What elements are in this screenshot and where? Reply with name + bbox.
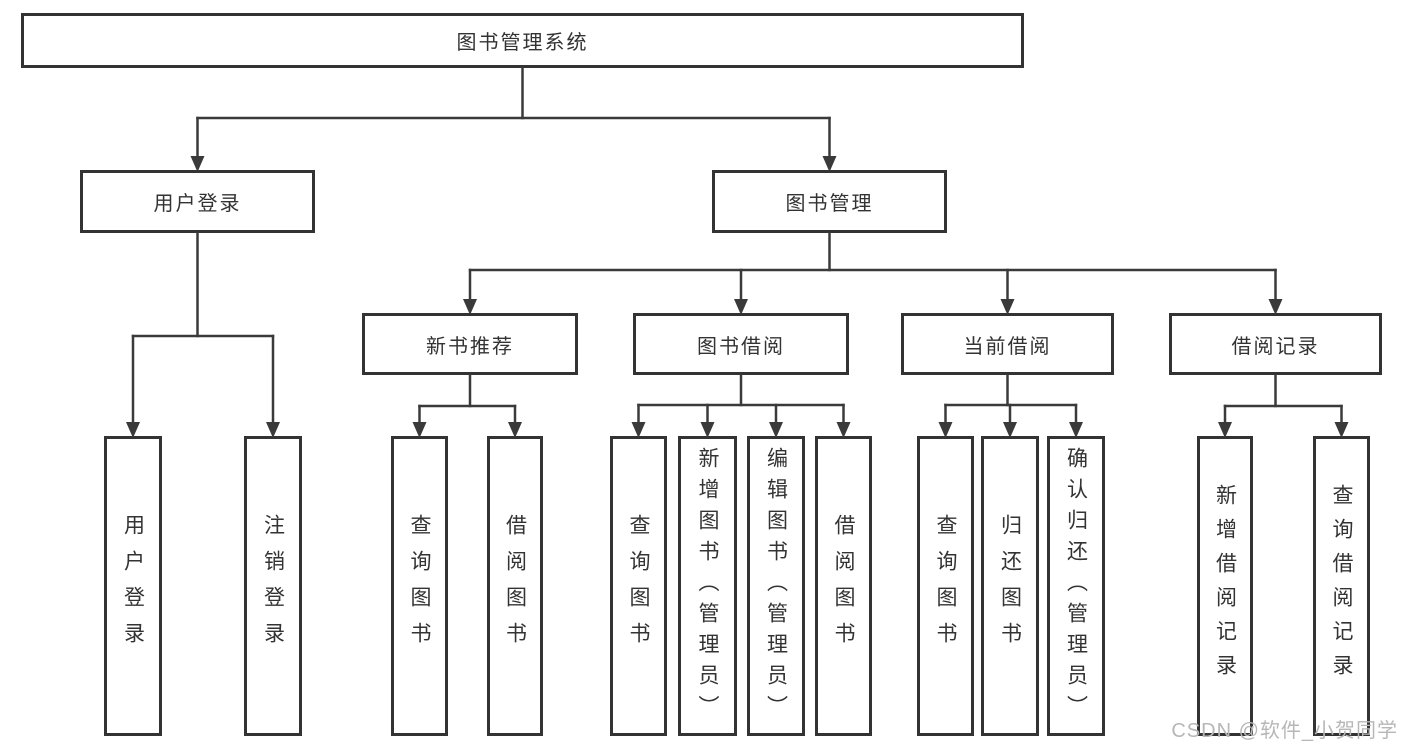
watermark: CSDN @软件_小贺同学	[1171, 720, 1398, 742]
node-label: 查询借阅记录	[1330, 484, 1353, 688]
node-leaf-confirm-return: 确认归还（管理员）	[1047, 436, 1105, 736]
node-label: 图书借阅	[697, 335, 785, 358]
node-borrow-records: 借阅记录	[1169, 313, 1382, 375]
node-label: 查询图书	[934, 514, 957, 658]
node-label: 归还图书	[998, 514, 1022, 658]
node-label: 查询图书	[627, 514, 650, 658]
node-label: 查询图书	[408, 514, 431, 658]
node-leaf-logout: 注销登录	[244, 436, 302, 736]
node-label: 新增借阅记录	[1213, 484, 1237, 688]
node-leaf-query-books-new: 查询图书	[391, 436, 448, 736]
node-new-book-rec: 新书推荐	[362, 313, 578, 375]
node-label: 借阅图书	[832, 514, 855, 658]
node-label: 确认归还（管理员）	[1064, 446, 1088, 726]
node-label: 图书管理系统	[456, 32, 589, 54]
node-leaf-borrow-books-borrow: 借阅图书	[815, 436, 872, 736]
node-label: 新书推荐	[426, 335, 514, 358]
node-leaf-query-borrow-record: 查询借阅记录	[1313, 436, 1370, 736]
node-leaf-edit-books: 编辑图书（管理员）	[747, 436, 805, 736]
node-root: 图书管理系统	[21, 13, 1024, 68]
node-leaf-add-books: 新增图书（管理员）	[678, 436, 737, 736]
node-label: 当前借阅	[963, 335, 1052, 358]
node-label: 新增图书（管理员）	[696, 446, 719, 726]
node-leaf-return-books: 归还图书	[981, 436, 1039, 736]
node-label: 借阅图书	[503, 514, 527, 658]
node-current-borrow: 当前借阅	[901, 313, 1114, 375]
node-leaf-user-login: 用户登录	[104, 436, 162, 736]
node-label: 用户登录	[153, 193, 242, 215]
node-leaf-query-books-current: 查询图书	[917, 436, 974, 736]
node-book-mgmt: 图书管理	[712, 170, 947, 233]
node-label: 编辑图书（管理员）	[764, 446, 788, 726]
node-label: 借阅记录	[1231, 335, 1320, 358]
node-label: 注销登录	[261, 514, 285, 658]
node-label: 图书管理	[785, 193, 874, 215]
node-leaf-query-books-borrow: 查询图书	[610, 436, 667, 736]
node-leaf-add-borrow-record: 新增借阅记录	[1197, 436, 1253, 736]
node-book-borrow: 图书借阅	[633, 313, 849, 375]
node-leaf-borrow-books-new: 借阅图书	[487, 436, 543, 736]
node-user-login: 用户登录	[80, 170, 315, 233]
node-label: 用户登录	[121, 514, 145, 658]
